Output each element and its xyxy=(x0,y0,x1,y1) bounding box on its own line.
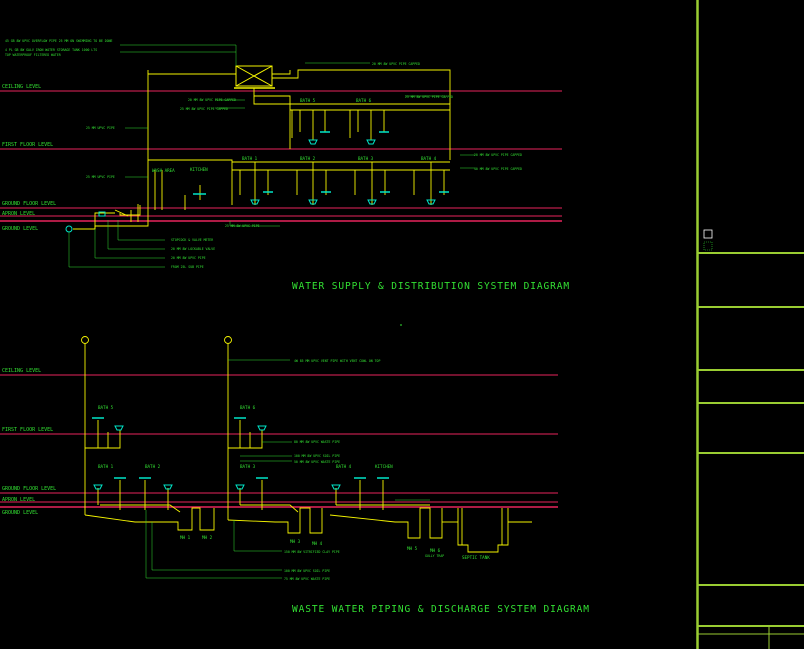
supply-level-first-floor: FIRST FLOOR LEVEL xyxy=(2,142,53,148)
water-tank-symbol xyxy=(234,65,275,89)
waste-level-ground-floor: GROUND FLOOR LEVEL xyxy=(2,486,56,492)
room-label-bath-5: BATH 5 xyxy=(300,98,316,103)
waste-level-lines xyxy=(0,374,558,508)
waste-pipes xyxy=(81,336,532,553)
supply-note-overflow: 45 GB 8W UPVC OVERFLOW PIPE 25 MM ON SWI… xyxy=(5,39,113,43)
supply-note-7: 20 MM 8W UPVC PIPE CAPPED xyxy=(474,153,522,157)
waste-room-bath-3: BATH 3 xyxy=(240,464,256,469)
waste-fixtures xyxy=(92,417,389,490)
waste-room-bath-1: BATH 1 xyxy=(98,464,114,469)
waste-note-clay: 150 MM 8W VITRIFIED CLAY PIPE xyxy=(284,550,340,554)
waste-note-vent: 4W 85 MM UPVC VENT PIPE WITH VENT COWL O… xyxy=(294,359,380,363)
supply-note-3: 25 MM 8W UPVC PIPE CAPPED xyxy=(180,107,228,111)
supply-leader-lines xyxy=(68,44,475,268)
waste-note-waste-50: 50 MM 8W UPVC WASTE PIPE xyxy=(294,460,340,464)
waste-level-first-floor: FIRST FLOOR LEVEL xyxy=(2,427,53,433)
waste-level-ground: GROUND LEVEL xyxy=(2,510,38,516)
waste-note-soil: 100 MM 8W UPVC SOIL PIPE xyxy=(284,569,330,573)
room-label-kitchen: KITCHEN xyxy=(190,167,208,172)
waste-note-waste-75: 75 MM 8W UPVC WASTE PIPE xyxy=(284,577,330,581)
room-label-bath-3: BATH 3 xyxy=(358,156,374,161)
supply-level-lines xyxy=(0,90,562,222)
supply-note-source: FROM 25L SUB PIPE xyxy=(171,265,204,269)
supply-note-pipe: 20 MM 8W UPVC PIPE xyxy=(171,256,206,260)
waste-room-bath-4: BATH 4 xyxy=(336,464,352,469)
room-label-bath-1: BATH 1 xyxy=(242,156,258,161)
supply-note-8: 40 MM 8W UPVC PIPE CAPPED xyxy=(474,167,522,171)
supply-diagram-title: WATER SUPPLY & DISTRIBUTION SYSTEM DIAGR… xyxy=(292,281,570,292)
supply-pipes xyxy=(73,69,451,230)
supply-level-ceiling: CEILING LEVEL xyxy=(2,84,41,90)
manhole-4: MH 4 xyxy=(312,541,323,546)
manhole-1: MH 1 xyxy=(180,535,191,540)
supply-note-stopcock: STOPCOCK & VALVE METER xyxy=(171,238,213,242)
title-block-frame xyxy=(696,0,804,649)
supply-level-ground-floor: GROUND FLOOR LEVEL xyxy=(2,201,56,207)
waste-room-bath-6: BATH 6 xyxy=(240,405,256,410)
manhole-2: MH 2 xyxy=(202,535,213,540)
supply-note-6: 25 MM UPVC PIPE xyxy=(86,175,115,179)
supply-note-2: 20 MM 8W UPVC PIPE CAPPED xyxy=(188,98,236,102)
supply-note-5: 25 MM UPVC PIPE xyxy=(86,126,115,130)
manhole-6: MH 6 xyxy=(430,548,441,553)
waste-note-gully: GULLY TRAP xyxy=(425,554,444,558)
supply-note-valve: 20 MM 8W LOCKABLE VALVE xyxy=(171,247,215,251)
manhole-3: MH 3 xyxy=(290,539,301,544)
manhole-5: MH 5 xyxy=(407,546,418,551)
waste-level-apron: APRON LEVEL xyxy=(2,497,35,503)
supply-note-1: 20 MM 8W UPVC PIPE CAPPED xyxy=(372,62,420,66)
waste-leader-lines xyxy=(145,359,430,579)
waste-note-waste-80: 80 MM 8W UPVC WASTE PIPE xyxy=(294,440,340,444)
supply-note-9: 25 MM 8W UPVC PIPE xyxy=(225,224,260,228)
supply-note-4: 25 MM 8W UPVC PIPE CAPPED xyxy=(405,95,453,99)
supply-level-ground: GROUND LEVEL xyxy=(2,226,38,232)
supply-level-apron: APRON LEVEL xyxy=(2,211,35,217)
supply-note-tank: 4 PL GB 8W GALV IRON WATER STORAGE TANK … xyxy=(5,48,97,52)
room-label-bath-6: BATH 6 xyxy=(356,98,372,103)
supply-diagram: CEILING LEVEL FIRST FLOOR LEVEL GROUND F… xyxy=(0,39,570,292)
supply-fixtures xyxy=(65,131,449,233)
waste-room-bath-2: BATH 2 xyxy=(145,464,161,469)
septic-tank-label: SEPTIC TANK xyxy=(462,555,490,560)
waste-diagram-title: WASTE WATER PIPING & DISCHARGE SYSTEM DI… xyxy=(292,604,590,615)
room-label-bath-2: BATH 2 xyxy=(300,156,316,161)
waste-room-bath-5: BATH 5 xyxy=(98,405,114,410)
room-label-bath-4: BATH 4 xyxy=(421,156,437,161)
room-label-wash-area: WASH AREA xyxy=(152,168,175,173)
waste-level-ceiling: CEILING LEVEL xyxy=(2,368,41,374)
waste-room-kitchen: KITCHEN xyxy=(375,464,393,469)
waste-note-soil-100: 100 MM 8W UPVC SOIL PIPE xyxy=(294,454,340,458)
waste-diagram: CEILING LEVEL FIRST FLOOR LEVEL GROUND F… xyxy=(0,336,590,615)
supply-note-filtered: TOP WATERPROOF FILTERED WATER xyxy=(5,53,61,57)
